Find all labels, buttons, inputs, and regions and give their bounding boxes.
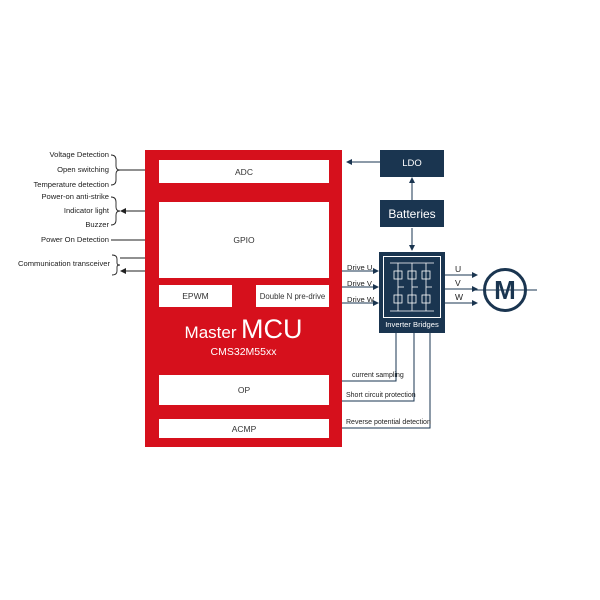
epwm-block: EPWM [159,285,232,307]
phase-u-label: U [455,264,462,274]
mcu-title-master: Master [184,323,237,342]
current-sampling-label: current sampling [352,372,404,379]
short-circuit-protection-label: Short circuit protection [346,392,416,399]
mosfet-bridge-icon [390,262,434,312]
drive-u-label: Drive U [347,263,373,272]
temperature-detection-label: Temperature detection [33,180,109,189]
drive-w-label: Drive W [347,295,374,304]
acmp-block: ACMP [159,419,329,438]
pre-drive-block: Double N pre-drive [256,285,329,307]
phase-v-label: V [455,278,461,288]
mcu-title: Master MCU [145,314,342,345]
adc-block: ADC [159,160,329,183]
inverter-schematic [383,256,441,318]
phase-w-label: W [455,292,464,302]
mcu-title-mcu: MCU [240,314,303,344]
comm-brace [111,254,121,276]
voltage-detection-label: Voltage Detection [49,150,109,159]
power-on-anti-strike-label: Power-on anti-strike [41,192,109,201]
current-sampling-line [332,333,397,384]
reverse-potential-line [332,333,431,431]
power-on-detection-label: Power On Detection [41,235,109,244]
motor-icon: M [483,268,527,312]
mcu-model: CMS32M55xx [210,346,277,358]
inverter-bridges-label: Inverter Bridges [385,320,439,329]
gpio-block: GPIO [159,202,329,278]
buzzer-label: Buzzer [85,220,109,229]
inverter-bridges-block: Inverter Bridges [379,252,445,333]
op-block: OP [159,375,329,405]
ldo-block: LDO [380,150,444,177]
reverse-potential-detection-label: Reverse potential detection [346,419,431,426]
communication-transceiver-label: Communication transceiver [17,259,110,268]
indicator-light-label: Indicator light [63,206,109,215]
adc-brace [110,154,121,186]
batteries-block: Batteries [380,200,444,227]
drive-v-label: Drive V [347,279,372,288]
short-circuit-line [332,333,415,404]
gpio-output-brace [110,196,121,226]
open-switching-label: Open switching [57,165,109,174]
